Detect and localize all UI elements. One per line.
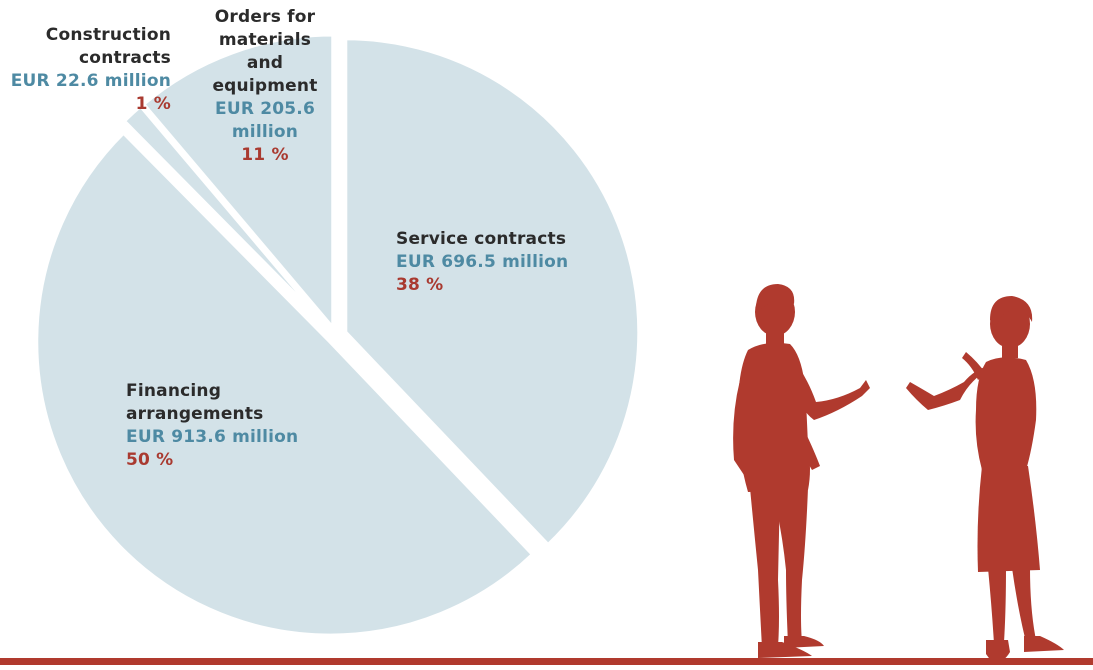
ground-line <box>0 658 1093 665</box>
woman-silhouette <box>906 296 1064 665</box>
label-financing-title-2: arrangements <box>126 404 264 424</box>
label-financing-value: EUR 913.6 million <box>126 427 299 447</box>
label-orders-title-4: equipment <box>212 76 318 96</box>
label-orders-materials: Orders for materials and equipment EUR 2… <box>200 6 330 167</box>
label-orders-value-2: million <box>231 122 299 142</box>
label-financing-percent: 50 % <box>126 450 174 470</box>
slice-financing-arrangements <box>34 129 536 638</box>
slice-service-contracts <box>343 36 642 549</box>
label-construction-value: EUR 22.6 million <box>10 71 171 91</box>
slice-construction-contracts <box>121 102 333 332</box>
label-orders-value-1: EUR 205.6 <box>215 99 315 119</box>
two-people-talking-silhouette-icon <box>733 284 1064 665</box>
label-service-percent: 38 % <box>396 275 444 295</box>
label-orders-title-3: and <box>246 53 284 73</box>
label-service-contracts: Service contracts EUR 696.5 million 38 % <box>396 228 568 297</box>
label-orders-percent: 11 % <box>241 145 289 165</box>
label-orders-title-1: Orders for <box>214 7 316 27</box>
label-financing-title-1: Financing <box>126 381 222 401</box>
label-construction-title-1: Construction <box>45 25 171 45</box>
label-orders-title-2: materials <box>218 30 312 50</box>
label-service-value: EUR 696.5 million <box>396 252 569 272</box>
label-construction-contracts: Construction contracts EUR 22.6 million … <box>0 24 171 116</box>
label-service-title: Service contracts <box>396 229 567 249</box>
label-financing-arrangements: Financing arrangements EUR 913.6 million… <box>126 380 298 472</box>
man-silhouette <box>733 284 870 658</box>
label-construction-title-2: contracts <box>79 48 171 68</box>
slice-orders-materials <box>140 32 336 334</box>
label-construction-percent: 1 % <box>135 94 171 114</box>
